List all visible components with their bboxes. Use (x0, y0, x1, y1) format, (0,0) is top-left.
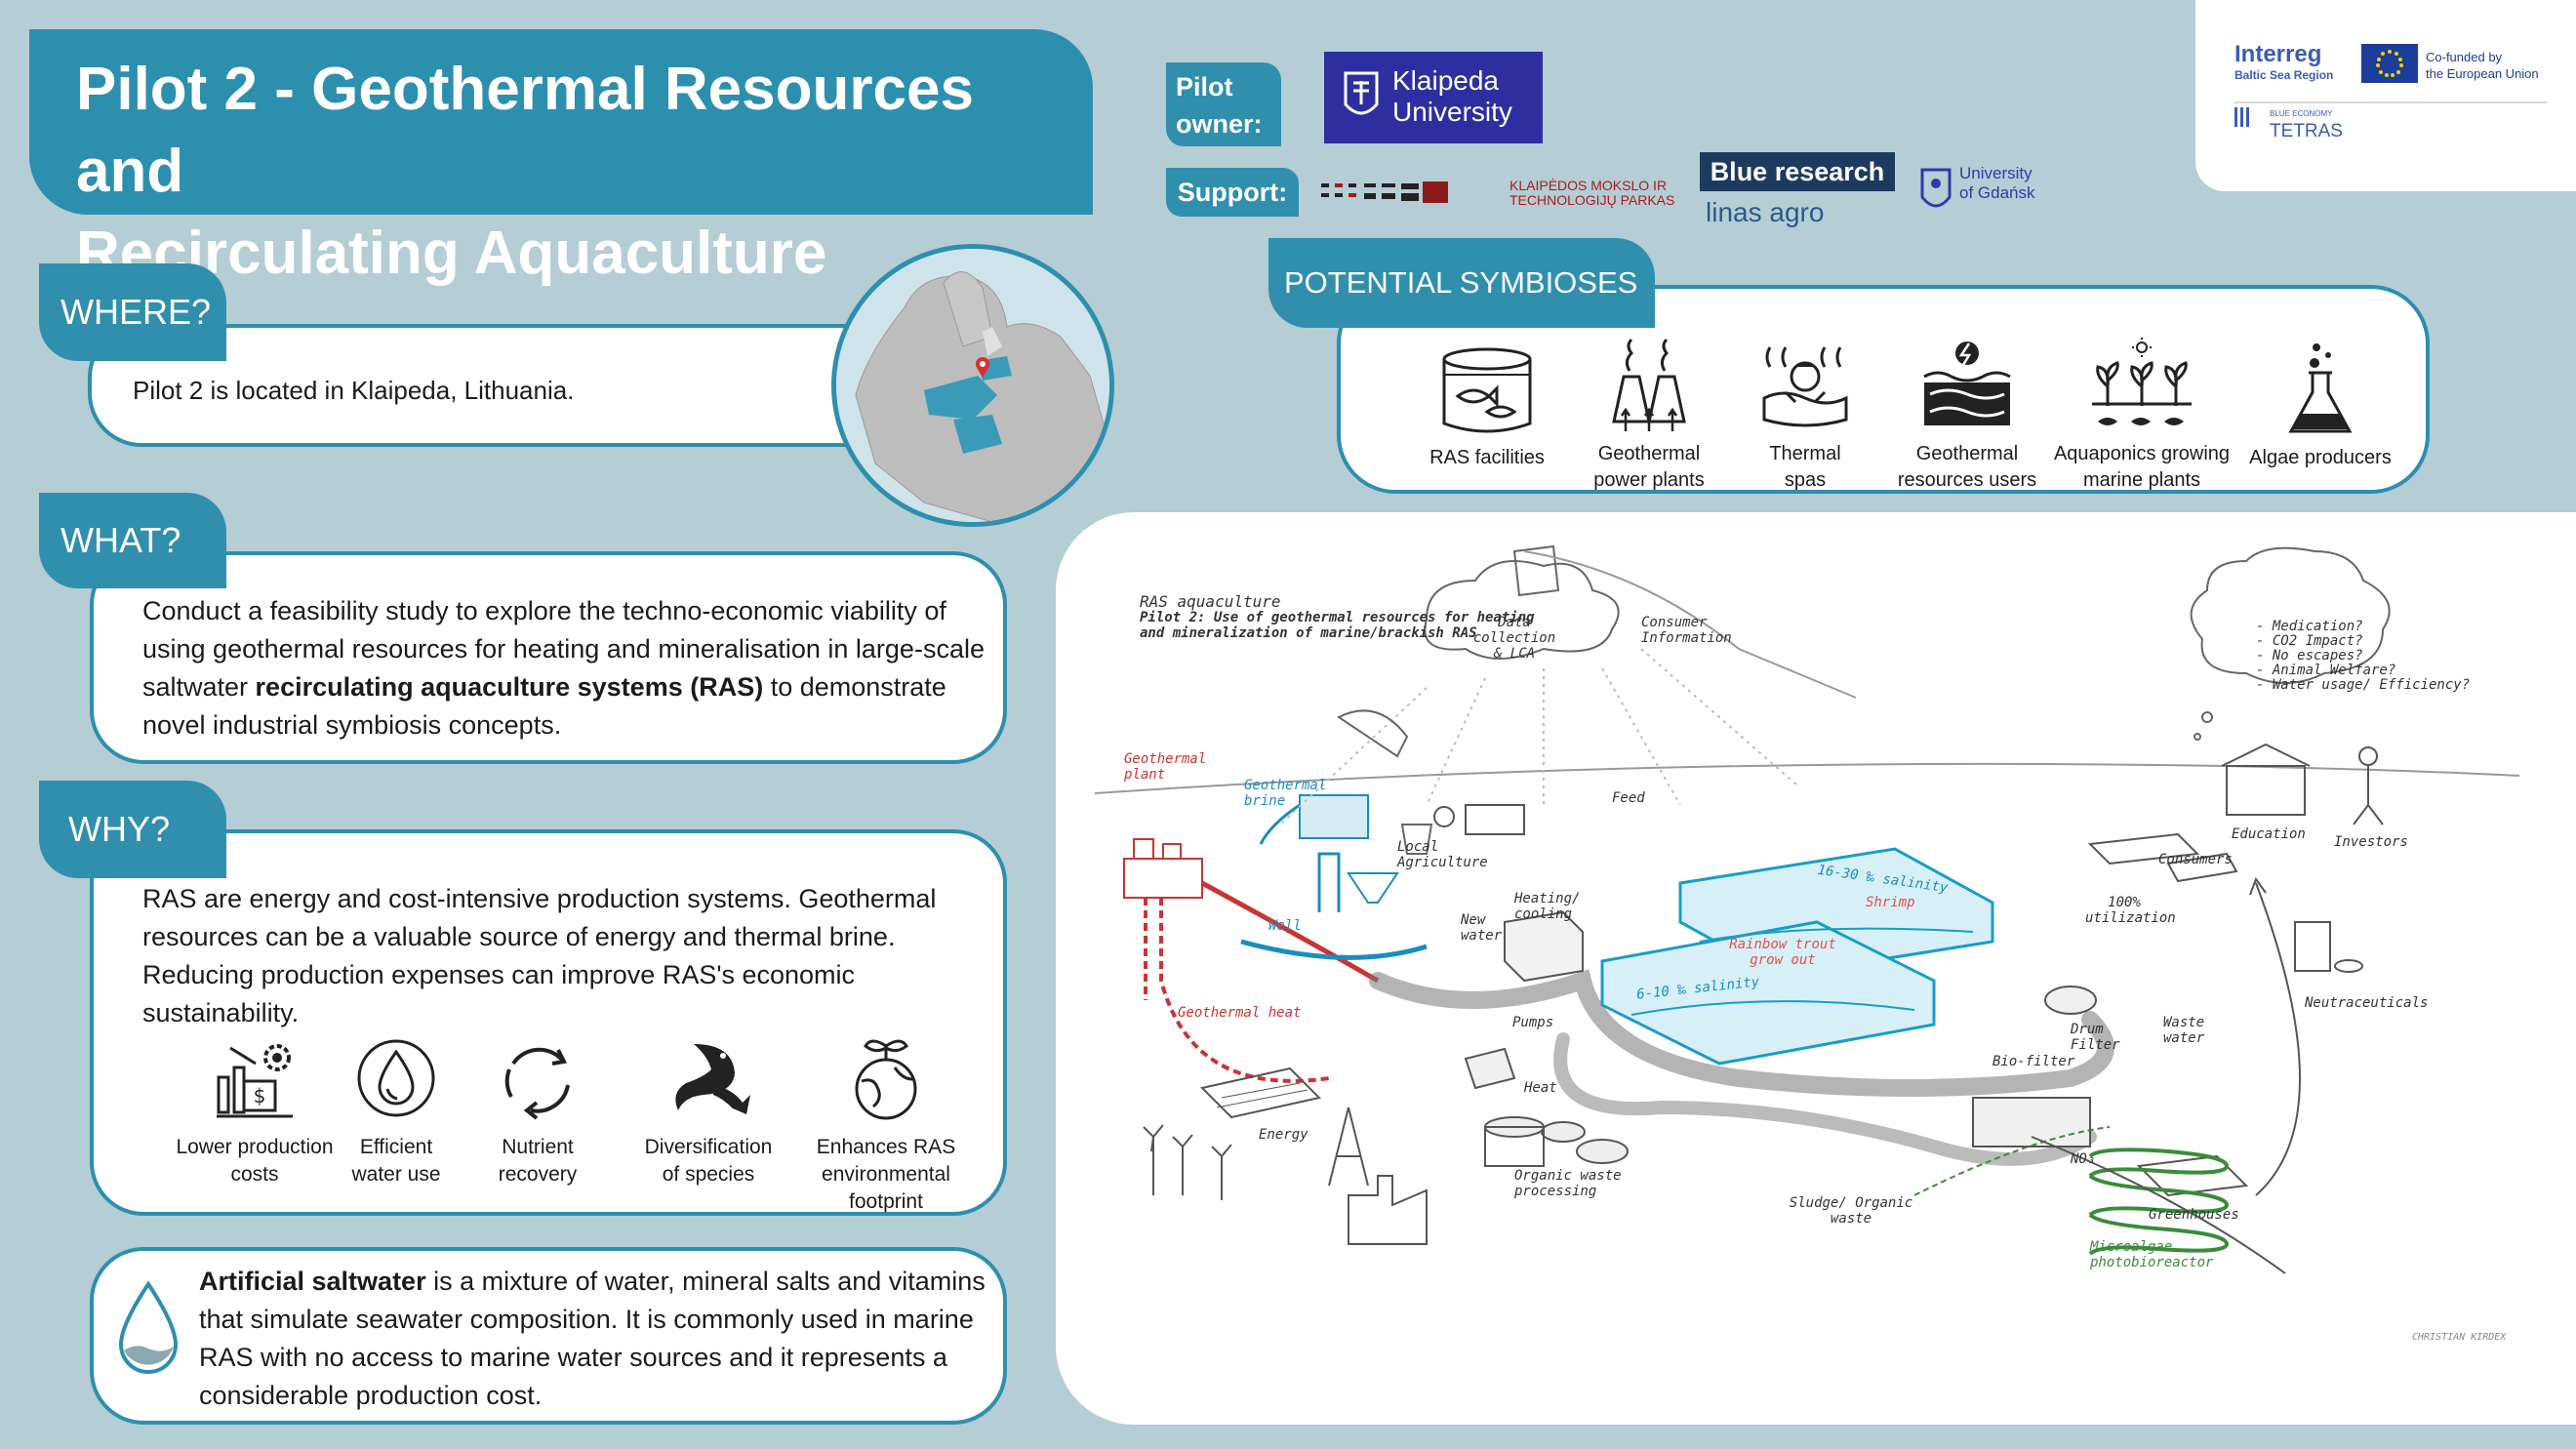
label-data-collection: Data collection & LCA (1472, 615, 1556, 662)
ras-tank-icon (1442, 347, 1532, 433)
aquaponics-icon (2092, 338, 2192, 425)
svg-text:$: $ (254, 1084, 266, 1107)
label-new-water: New water (1461, 912, 1503, 944)
gdansk-crest-icon (1920, 168, 1952, 208)
water-drop-icon (357, 1039, 435, 1117)
label-heating-cooling: Heating/ cooling (1514, 891, 1581, 922)
label-utilization: 100% utilization (2085, 895, 2176, 926)
money-gear-icon: $ (217, 1044, 293, 1118)
eu-flag-icon (2361, 44, 2418, 83)
label-local-agriculture: Local Agriculture (1397, 839, 1488, 870)
label-credit: CHRISTIAN KIRDEX (2412, 1332, 2507, 1343)
label-education: Education (2232, 826, 2306, 842)
label-questions: - Medication? - CO2 Impact? - No escapes… (2256, 619, 2471, 693)
label-geothermal-brine: Geothermal brine (1244, 778, 1327, 809)
page-title: Pilot 2 - Geothermal Resources and Recir… (76, 49, 1093, 295)
label-organic-waste: Organic waste processing (1514, 1168, 1622, 1199)
where-card: Pilot 2 is located in Klaipeda, Lithuani… (88, 324, 907, 447)
label-consumers: Consumers (2158, 852, 2233, 867)
label-investors: Investors (2334, 834, 2408, 850)
diagram-title: RAS aquaculture (1140, 592, 1281, 611)
why-label: WHY? (39, 781, 226, 878)
label-no3: NO₃ (2071, 1151, 2096, 1167)
diagram-subtitle: Pilot 2: Use of geothermal resources for… (1140, 610, 1535, 641)
saltwater-drop-icon (118, 1280, 179, 1374)
where-text: Pilot 2 is located in Klaipeda, Lithuani… (133, 376, 575, 405)
what-text: Conduct a feasibility study to explore t… (142, 596, 985, 740)
label-feed: Feed (1612, 790, 1645, 806)
label-geothermal-plant: Geothermal plant (1124, 751, 1207, 783)
spa-icon (1762, 346, 1848, 427)
tetras-bars-icon (2234, 107, 2249, 127)
label-well: Well (1268, 918, 1302, 934)
blue-research-logo: Blue research (1700, 152, 1895, 191)
title-line-1: Pilot 2 - Geothermal Resources and (76, 56, 974, 205)
label-shrimp: Shrimp (1866, 895, 1915, 910)
europe-map-graphic (836, 249, 1109, 522)
ras-diagram-panel: RAS aquaculture Pilot 2: Use of geotherm… (1056, 512, 2576, 1425)
symbioses-label: POTENTIAL SYMBIOSES (1268, 238, 1655, 328)
shrimp-fish-icon (675, 1044, 750, 1114)
label-microalgae: Microalgae photobioreactor (2090, 1239, 2214, 1270)
support-label: Support: (1166, 168, 1299, 217)
where-label: WHERE? (39, 263, 226, 361)
label-greenhouses: Greenhouses (2149, 1207, 2239, 1223)
label-biofilter: Bio-filter (1992, 1054, 2075, 1069)
saltwater-card: Artificial saltwater is a mixture of wat… (90, 1247, 1007, 1425)
label-pumps: Pumps (1512, 1015, 1554, 1030)
label-heat: Heat (1524, 1080, 1557, 1096)
kmtp-logo (1321, 180, 1497, 205)
why-card: RAS are energy and cost-intensive produc… (90, 829, 1007, 1216)
label-energy: Energy (1259, 1127, 1308, 1143)
symbiosis-algae-producers: Algae producers (2223, 342, 2418, 471)
earth-sprout-icon (855, 1039, 917, 1120)
flask-icon (2288, 343, 2353, 433)
university-crest-icon (1344, 71, 1379, 115)
symbiosis-ras-facilities: RAS facilities (1389, 342, 1585, 471)
interreg-logo: Interreg Baltic Sea Region (2234, 41, 2334, 82)
location-pin-icon (976, 357, 989, 378)
ras-diagram-illustration (1094, 544, 2520, 1274)
title-banner: Pilot 2 - Geothermal Resources and Recir… (29, 29, 1093, 287)
geothermal-icon (1923, 342, 2011, 425)
label-geothermal-heat: Geothermal heat (1178, 1005, 1302, 1021)
europe-map (831, 244, 1114, 527)
recycle-icon (504, 1047, 570, 1120)
label-nutraceuticals: Neutraceuticals (2305, 995, 2429, 1011)
label-rainbow-trout: Rainbow trout grow out (1729, 937, 1836, 968)
what-card: Conduct a feasibility study to explore t… (90, 551, 1007, 764)
label-drum-filter: Drum Filter (2071, 1022, 2120, 1053)
label-waste-water: Waste water (2163, 1015, 2205, 1046)
what-label: WHAT? (39, 493, 226, 588)
power-plant-icon (1612, 338, 1686, 431)
label-sludge: Sludge/ Organic waste (1789, 1195, 1913, 1227)
label-consumer-information: Consumer Information (1641, 615, 1732, 646)
linas-agro-logo: linas agro (1706, 197, 1825, 227)
saltwater-text: Artificial saltwater is a mixture of wat… (199, 1267, 986, 1410)
why-text: RAS are energy and cost-intensive produc… (142, 884, 937, 1027)
